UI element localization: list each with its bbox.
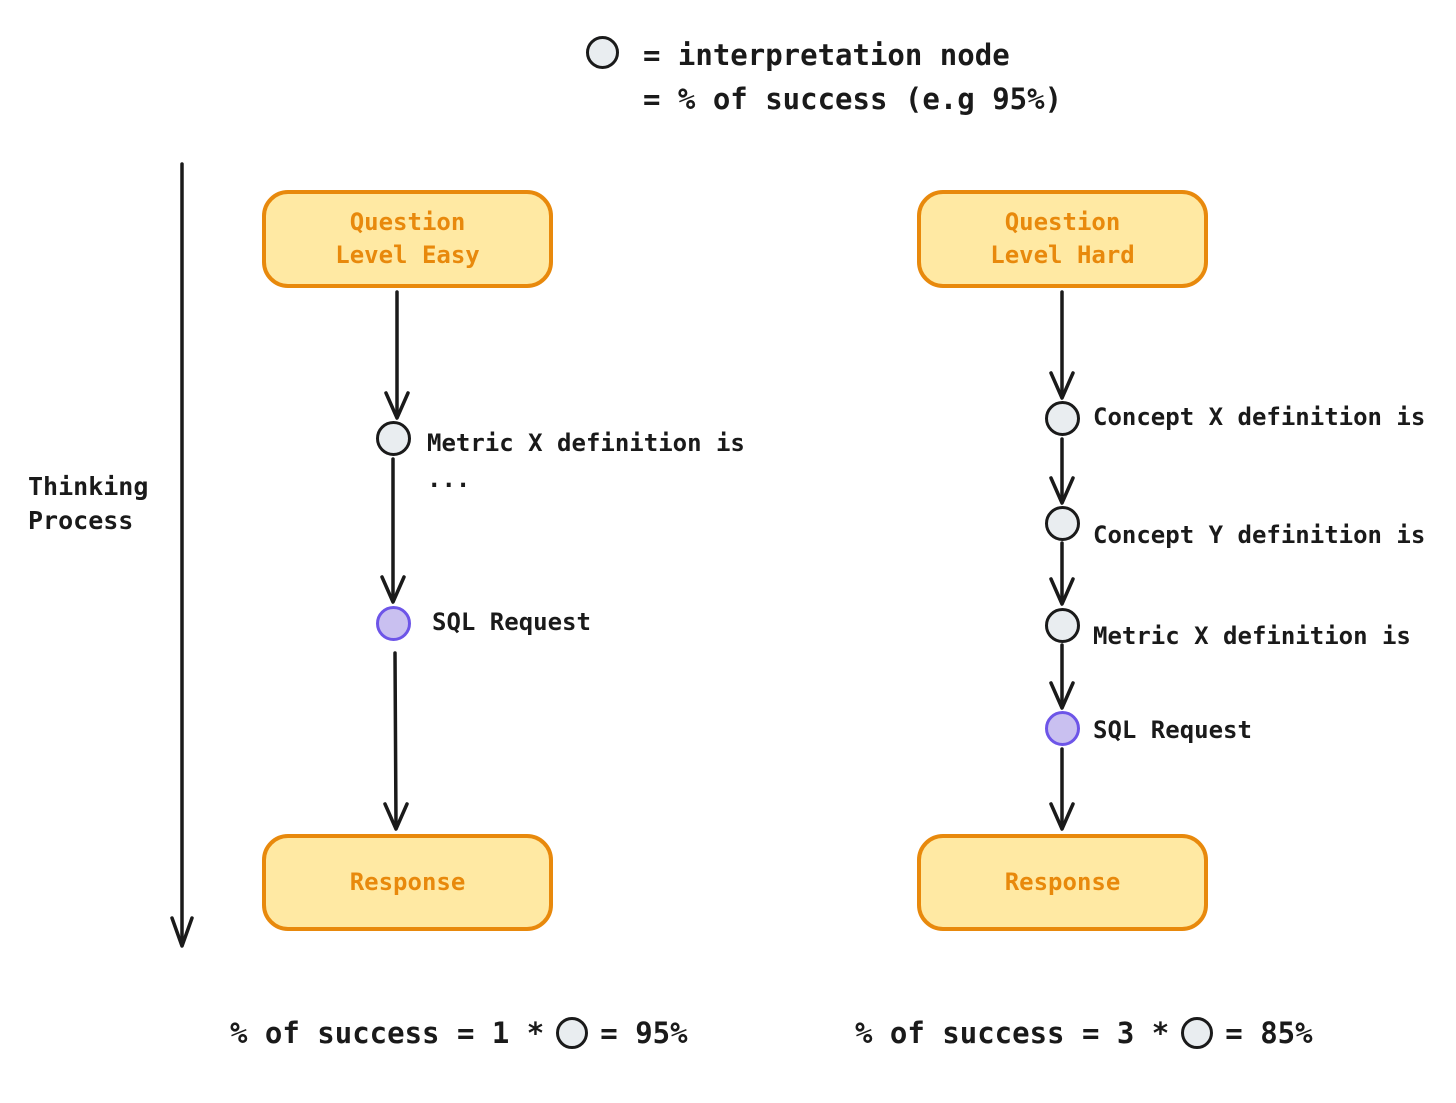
legend-line-2: = % of success (e.g 95%) <box>643 82 1063 116</box>
hard-response-box: Response <box>917 834 1208 931</box>
hard-formula-prefix: % of success = 3 * <box>855 1016 1170 1050</box>
hard-node-label-sql-request: SQL Request <box>1093 716 1252 744</box>
easy-formula-prefix: % of success = 1 * <box>230 1016 545 1050</box>
hard-interpretation-node-concept-y <box>1045 506 1080 541</box>
thinking-process-label: Thinking Process <box>28 472 149 535</box>
hard-flow-arrows <box>1049 290 1075 831</box>
hard-node-label-concept-y: Concept Y definition is <box>1093 521 1426 549</box>
easy-success-formula: % of success = 1 * = 95% <box>230 1013 688 1053</box>
easy-formula-suffix: = 95% <box>600 1016 688 1050</box>
easy-sql-request-node <box>376 606 411 641</box>
thinking-process-arrow <box>170 162 194 948</box>
hard-interpretation-node-concept-x <box>1045 401 1080 436</box>
easy-response-box: Response <box>262 834 553 931</box>
legend-text: = interpretation node = % of success (e.… <box>643 33 1062 121</box>
interpretation-node-icon <box>556 1017 589 1049</box>
hard-sql-request-node <box>1045 711 1080 746</box>
hard-success-formula: % of success = 3 * = 85% <box>855 1013 1313 1053</box>
question-level-easy-box: Question Level Easy <box>262 190 553 288</box>
hard-formula-suffix: = 85% <box>1225 1016 1313 1050</box>
easy-interpretation-node-metric-x <box>376 421 411 456</box>
hard-interpretation-node-metric-x <box>1045 608 1080 643</box>
interpretation-node-icon <box>1181 1017 1214 1049</box>
easy-node-label-metric-x: Metric X definition is ... <box>427 429 745 493</box>
easy-flow-arrows <box>380 290 410 831</box>
easy-node-label-sql-request: SQL Request <box>432 608 591 636</box>
hard-node-label-concept-x: Concept X definition is <box>1093 403 1426 431</box>
interpretation-node-icon <box>586 36 619 69</box>
legend-line-1: = interpretation node <box>643 38 1010 72</box>
legend: = interpretation node = % of success (e.… <box>586 33 1062 121</box>
hard-node-label-metric-x: Metric X definition is <box>1093 622 1411 650</box>
question-level-hard-box: Question Level Hard <box>917 190 1208 288</box>
